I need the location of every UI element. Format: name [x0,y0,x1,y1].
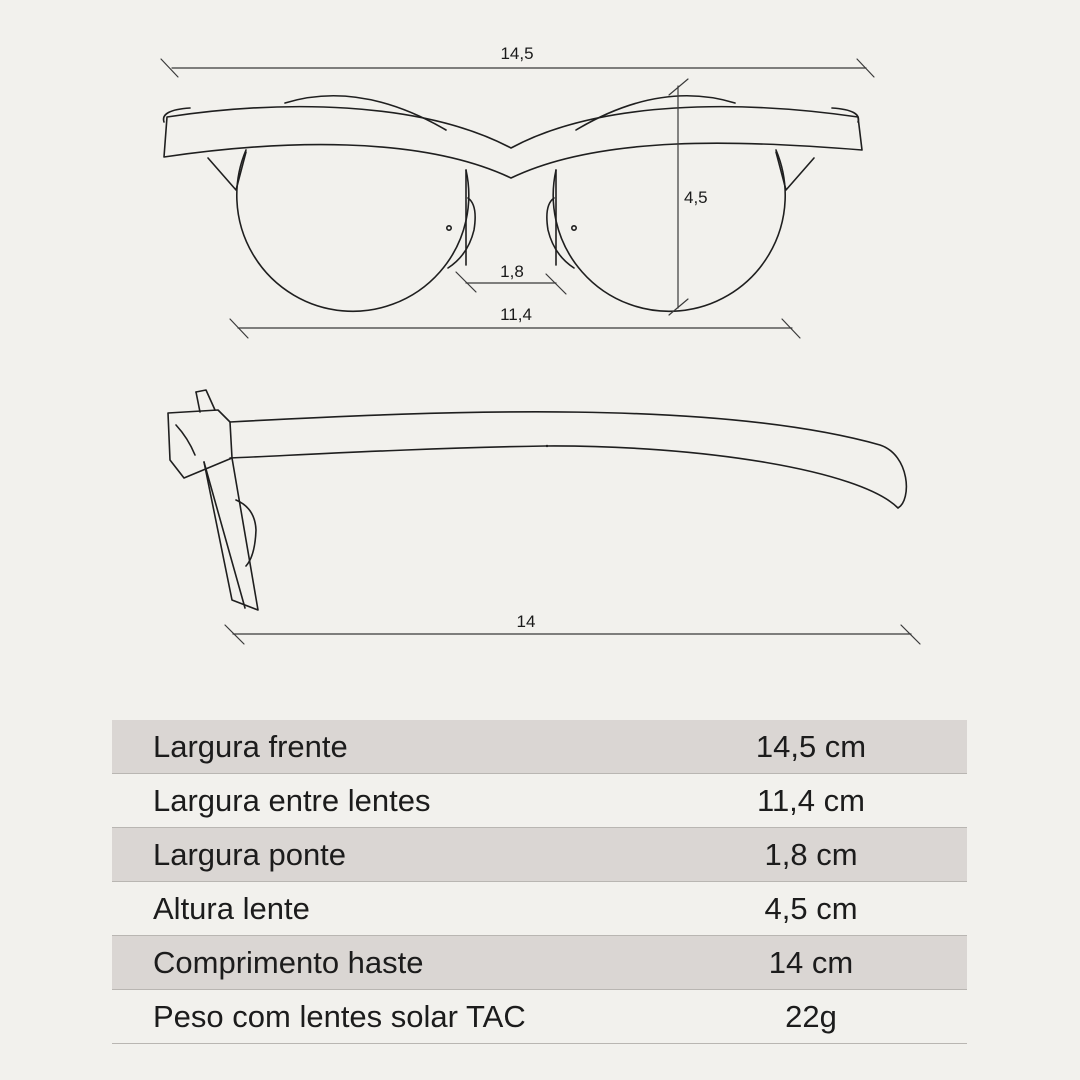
left-lens [236,149,470,313]
frame-side-profile [195,389,259,611]
temple-length-label: 14 [517,612,536,631]
temple-arm [229,411,908,509]
lens-height-label: 4,5 [684,188,708,207]
spec-value: 22g [711,989,967,1044]
lens-height-dimension: 4,5 [668,78,708,316]
spec-name: Largura ponte [112,827,711,882]
glasses-technical-drawing: 14,5 4,5 [160,44,921,645]
side-view: 14 [167,389,921,645]
spec-name: Comprimento haste [112,935,711,990]
right-nose-pad [546,197,575,269]
right-lens [552,149,786,313]
spec-name: Largura frente [112,720,711,774]
between-lenses-dimension: 11,4 [229,305,801,339]
spec-name: Largura entre lentes [112,773,711,828]
front-width-label: 14,5 [500,44,533,63]
spec-name: Altura lente [112,881,711,936]
spec-value: 11,4 cm [711,773,967,828]
front-width-dimension: 14,5 [160,44,875,78]
brow-bar [163,105,863,179]
hinge-block [167,409,233,479]
bridge-dimension: 1,8 [455,262,567,295]
between-lenses-label: 11,4 [500,305,532,324]
spec-value: 4,5 cm [711,881,967,936]
bridge-label: 1,8 [500,262,524,281]
left-nose-pad [447,197,476,269]
front-view: 14,5 4,5 [160,44,875,339]
spec-value: 14,5 cm [711,720,967,774]
spec-value: 14 cm [711,935,967,990]
spec-value: 1,8 cm [711,827,967,882]
temple-length-dimension: 14 [224,612,921,645]
spec-name: Peso com lentes solar TAC [112,989,711,1044]
